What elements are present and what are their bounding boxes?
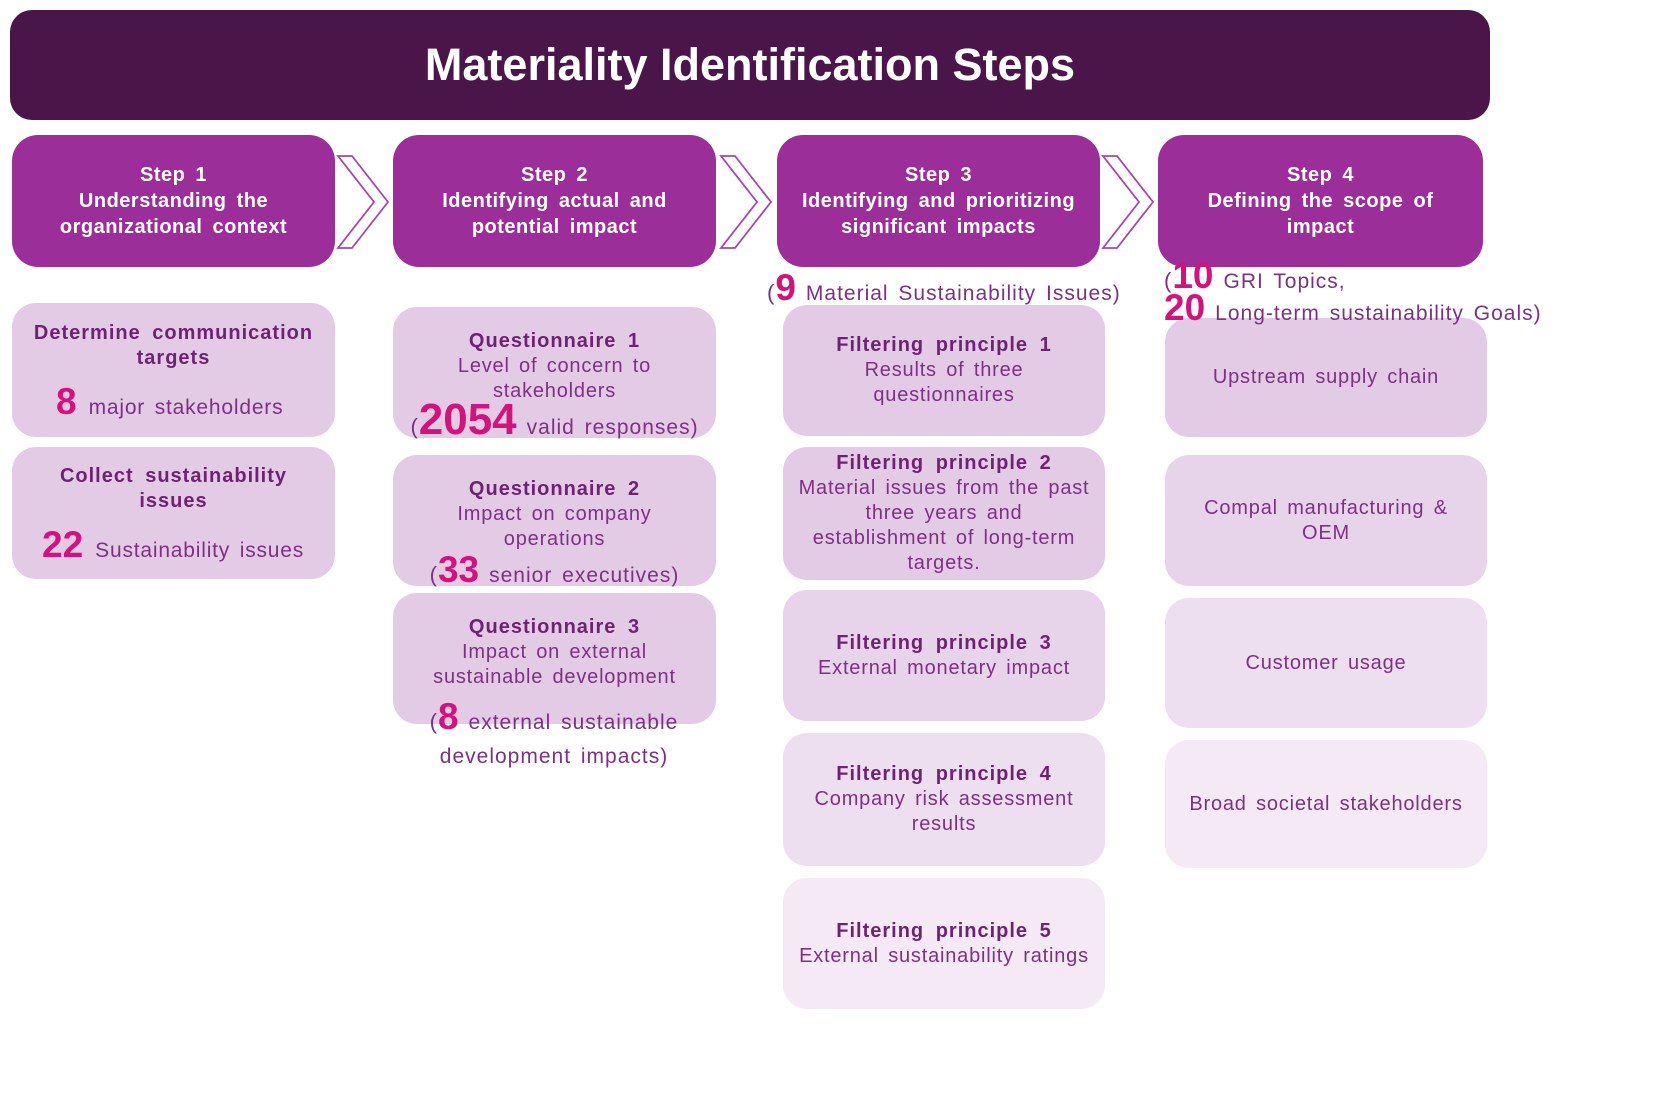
box-filtering-principle-1: Filtering principle 1 Results of three q… [783,305,1105,436]
step-header-4: Step 4 Defining the scope of impact [1158,135,1483,267]
stat-caption: Long-term sustainability Goals) [1215,302,1542,325]
stat-caption: senior executives) [489,564,680,587]
box-desc: Material issues from the past three year… [798,477,1090,574]
box-collect-sustainability-issues: Collect sustainability issues 22 Sustain… [12,447,335,579]
box-broad-societal-stakeholders: Broad societal stakeholders [1165,740,1487,868]
box-title: Determine communication targets [33,321,314,369]
stat-caption: external sustainable development impacts… [439,711,679,768]
box-title: Filtering principle 2 [836,452,1052,474]
paren: ( [429,562,438,587]
box-title: Filtering principle 5 [836,919,1052,942]
step-4-desc: Defining the scope of impact [1207,190,1434,238]
box-desc: Impact on external sustainable developme… [433,641,676,688]
stat-line: 22 Sustainability issues [24,526,304,563]
title-bar: Materiality Identification Steps [10,10,1490,120]
step-header-3: Step 3 Identifying and prioritizing sign… [777,135,1100,267]
step-4-label: Step 4 [1286,164,1355,186]
paren: ( [429,709,438,734]
stat-number: 22 [42,523,84,565]
box-filtering-principle-2: Filtering principle 2 Material issues fr… [783,447,1105,580]
box-desc: Upstream supply chain [1212,366,1440,388]
box-filtering-principle-5: Filtering principle 5 External sustainab… [783,878,1105,1009]
box-title: Collect sustainability issues [59,464,288,512]
box-upstream-supply-chain: Upstream supply chain [1165,318,1487,437]
stat-caption: Sustainability issues [95,538,305,562]
stat-number: 10 [1172,255,1214,296]
step-3-desc: Identifying and prioritizing significant… [801,190,1076,238]
step-header-1: Step 1 Understanding the organizational … [12,135,335,267]
stat-number: 2054 [418,395,517,444]
box-compal-manufacturing-oem: Compal manufacturing & OEM [1165,455,1487,586]
box-desc: Level of concern to stakeholders [457,355,652,402]
box-questionnaire-1: Questionnaire 1 Level of concern to stak… [393,307,716,438]
box-filtering-principle-3: Filtering principle 3 External monetary … [783,590,1105,721]
box-determine-communication-targets: Determine communication targets 8 major … [12,303,335,437]
step-header-2: Step 2 Identifying actual and potential … [393,135,716,267]
chevron-right-icon [719,155,773,249]
box-desc: External sustainability ratings [799,944,1089,967]
chevron-right-icon [1101,155,1155,249]
step-2-label: Step 2 [520,164,589,186]
stat-number: 33 [437,549,480,590]
box-desc: External monetary impact [818,656,1070,679]
stat-caption: Material Sustainability Issues) [805,282,1121,305]
stat-line: 8 major stakeholders [24,383,283,420]
box-customer-usage: Customer usage [1165,598,1487,728]
annotation-material-issues: (9 Material Sustainability Issues) [767,267,1121,312]
box-desc: Company risk assessment results [814,788,1074,835]
box-desc: Impact on company operations [457,503,652,550]
box-filtering-principle-4: Filtering principle 4 Company risk asses… [783,733,1105,866]
step-1-label: Step 1 [139,164,208,186]
annotation-longterm-goals: 20 Long-term sustainability Goals) [1164,287,1542,332]
box-desc: Results of three questionnaires [864,359,1024,406]
paren: ( [767,280,776,305]
stat-caption: major stakeholders [88,395,284,419]
stat-number: 20 [1164,287,1206,328]
step-2-desc: Identifying actual and potential impact [442,190,667,238]
stat-caption: valid responses) [526,416,699,439]
step-1-desc: Understanding the organizational context [59,190,288,238]
stat-number: 9 [775,267,796,308]
box-desc: Compal manufacturing & OEM [1204,496,1448,544]
stat-number: 8 [56,380,77,422]
box-desc: Broad societal stakeholders [1189,792,1463,815]
annotation-valid-responses: (2054 valid responses) [373,398,736,446]
annotation-senior-executives: (33 senior executives) [373,549,736,594]
box-title: Questionnaire 2 [468,478,641,500]
box-title: Filtering principle 3 [836,631,1052,654]
box-desc: Customer usage [1245,651,1407,674]
box-title: Questionnaire 3 [468,616,641,638]
stat-number: 8 [437,696,459,737]
step-3-label: Step 3 [904,164,973,186]
chevron-right-icon [336,155,390,249]
box-questionnaire-3: Questionnaire 3 Impact on external susta… [393,593,716,724]
stat-caption: GRI Topics, [1223,270,1346,293]
paren: ( [410,414,419,439]
annotation-gri-topics: (10 GRI Topics, [1164,255,1346,300]
box-title: Filtering principle 1 [836,334,1052,356]
box-title: Questionnaire 1 [468,330,641,352]
box-title: Filtering principle 4 [836,763,1052,785]
box-questionnaire-2: Questionnaire 2 Impact on company operat… [393,455,716,586]
page-title: Materiality Identification Steps [424,39,1076,90]
paren: ( [1164,268,1173,293]
